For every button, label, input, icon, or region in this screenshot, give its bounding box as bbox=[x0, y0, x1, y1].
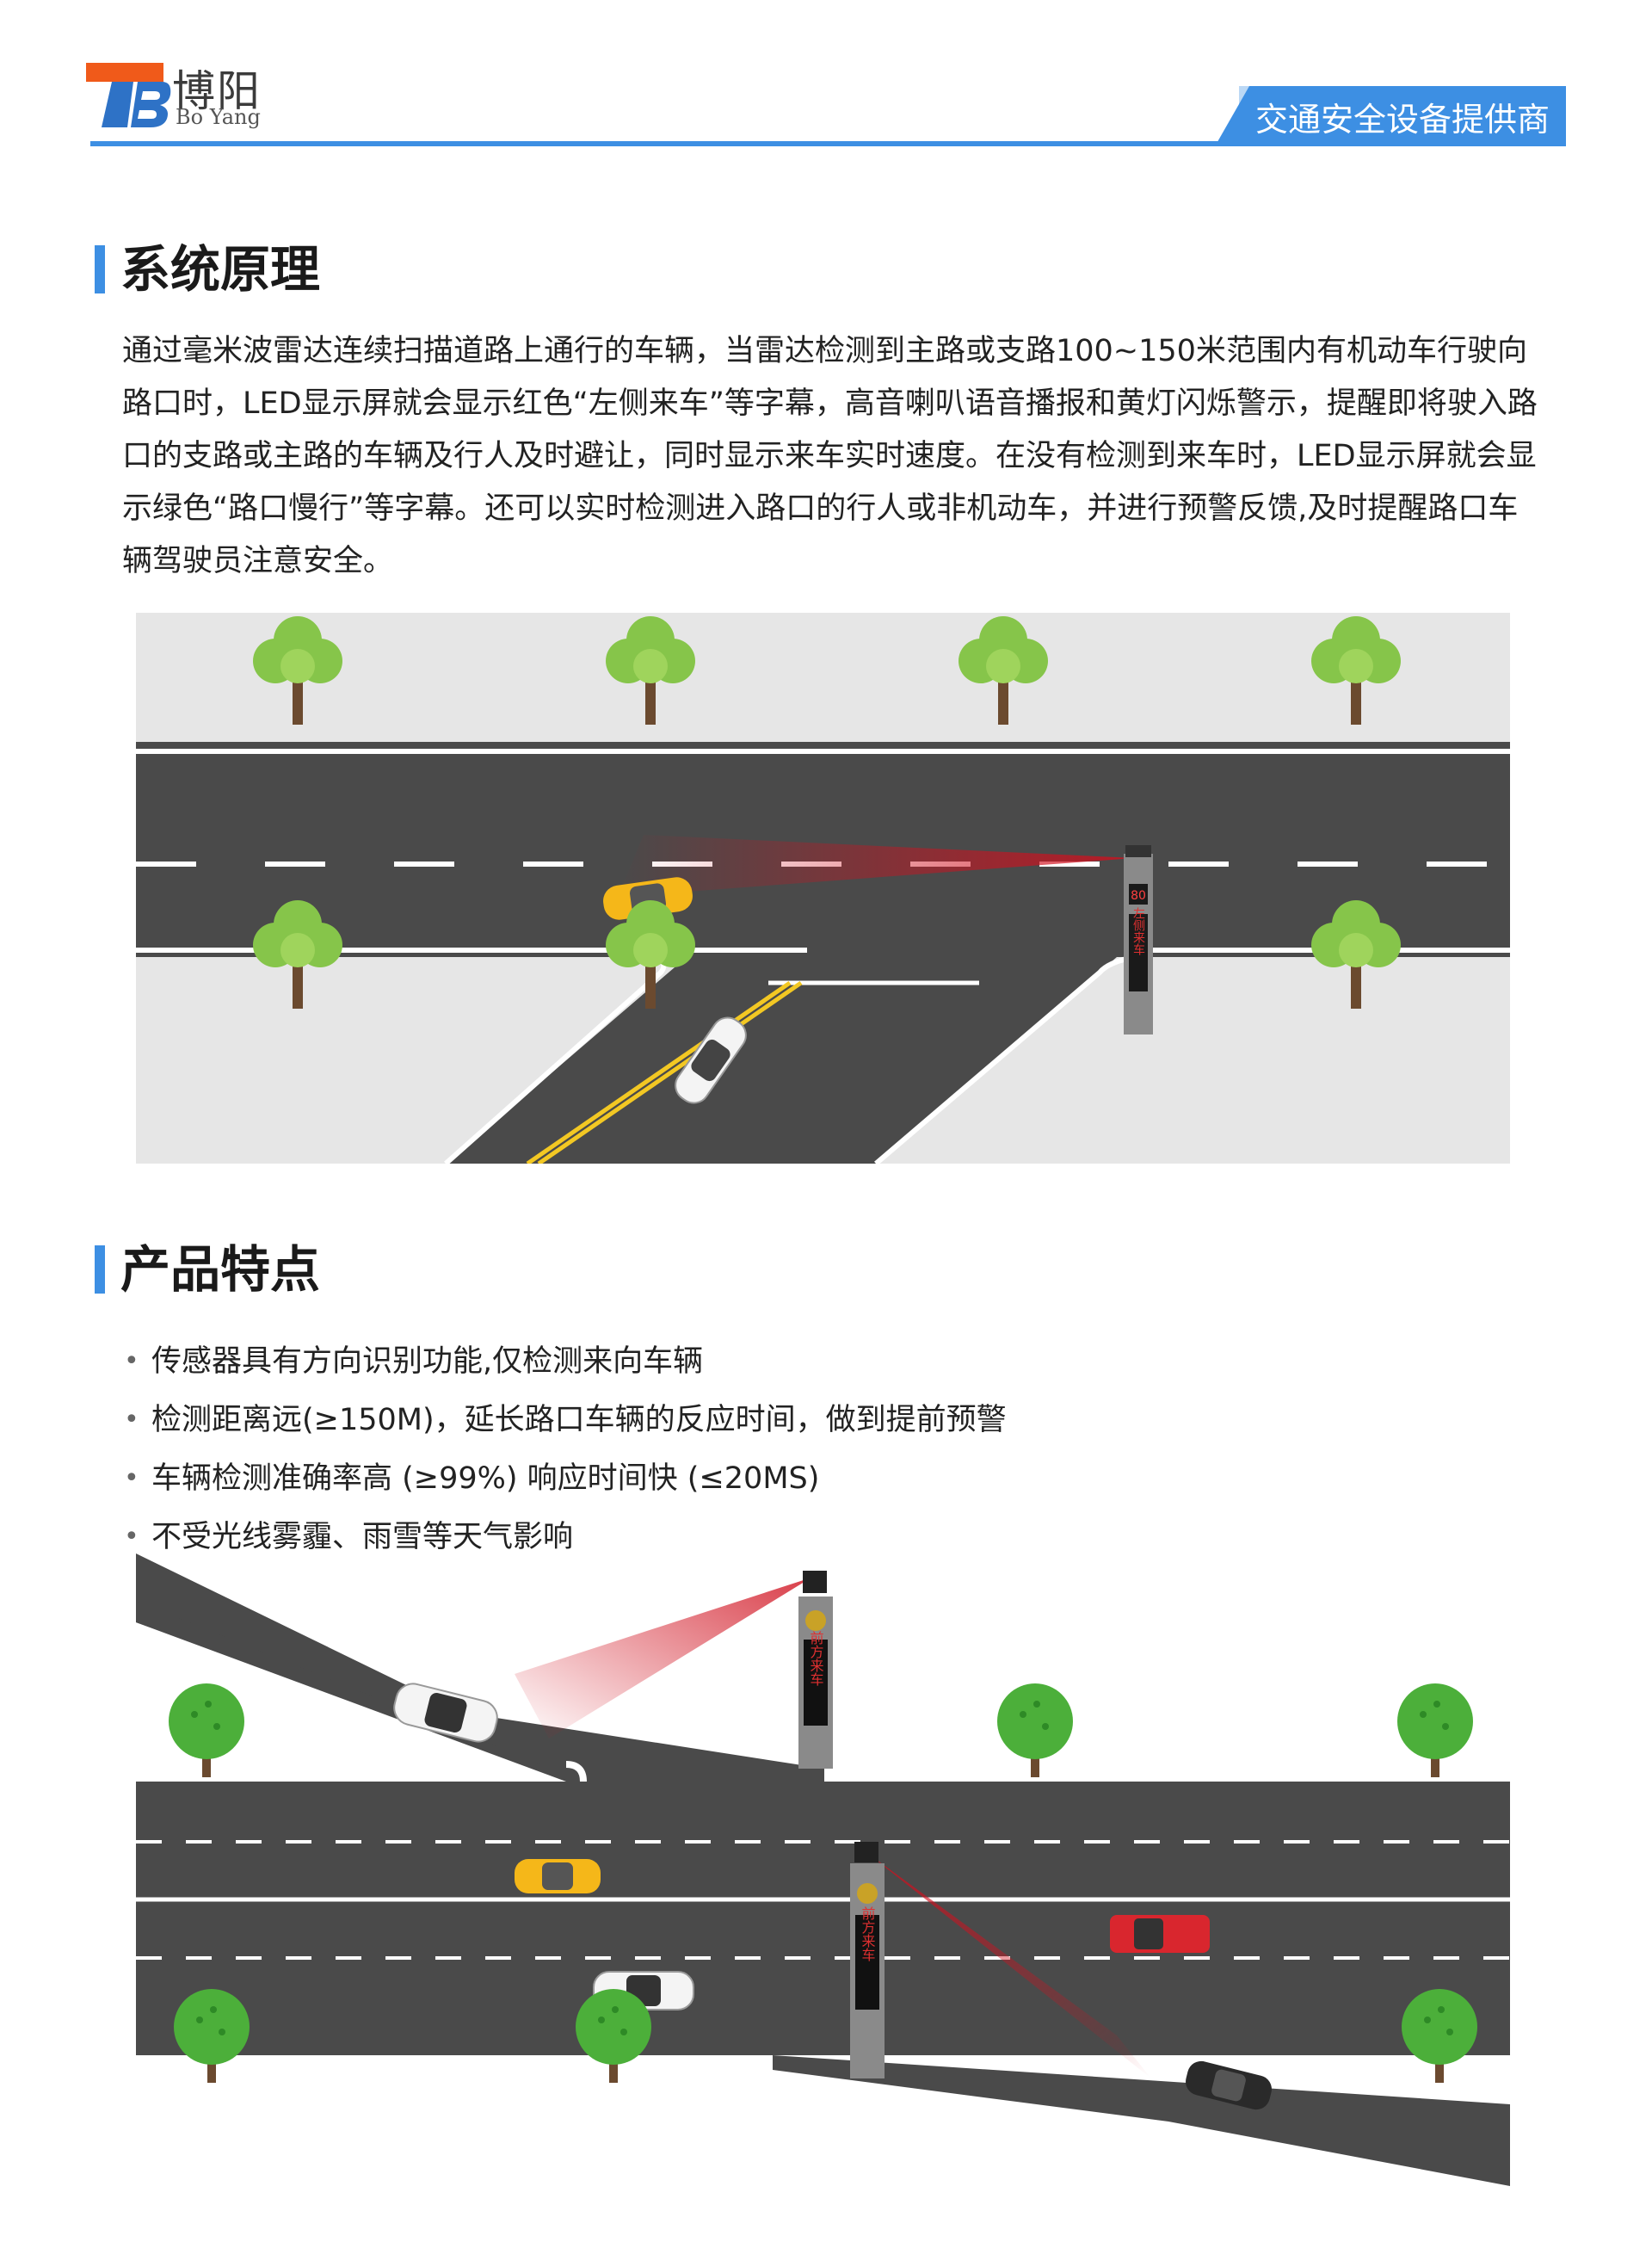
dual-radar-illustration: 前方来车 前方来车 bbox=[136, 1553, 1510, 2186]
brand-name: 博阳 bbox=[172, 66, 262, 116]
feature-item: 不受光线雾霾、雨雪等天气影响 bbox=[120, 1508, 1007, 1566]
header-band bbox=[90, 86, 1566, 146]
sign-speed: 80 bbox=[1131, 889, 1146, 903]
section-title-features: 产品特点 bbox=[95, 1244, 320, 1295]
feature-list: 传感器具有方向识别功能,仅检测来向车辆 检测距离远(≥150M)，延长路口车辆的… bbox=[120, 1332, 1007, 1566]
feature-item: 检测距离远(≥150M)，延长路口车辆的反应时间，做到提前预警 bbox=[120, 1391, 1007, 1449]
sign-message: 左侧来车 bbox=[1131, 907, 1145, 955]
radar-junction-illustration: 80 左侧来车 bbox=[136, 613, 1510, 1164]
tagline: 交通安全设备提供商 bbox=[1254, 101, 1550, 139]
feature-item: 车辆检测准确率高 (≥99%) 响应时间快 (≤20MS) bbox=[120, 1449, 1007, 1508]
brand-name-en: Bo Yang bbox=[176, 105, 261, 129]
sign-message-1: 前方来车 bbox=[808, 1631, 824, 1686]
logo-icon bbox=[86, 63, 171, 127]
section-title-principle: 系统原理 bbox=[95, 244, 320, 295]
principle-paragraph: 通过毫米波雷达连续扫描道路上通行的车辆，当雷达检测到主路或支路100~150米范… bbox=[122, 334, 1538, 578]
sign-message-2: 前方来车 bbox=[860, 1906, 876, 1961]
feature-item: 传感器具有方向识别功能,仅检测来向车辆 bbox=[120, 1332, 1007, 1391]
